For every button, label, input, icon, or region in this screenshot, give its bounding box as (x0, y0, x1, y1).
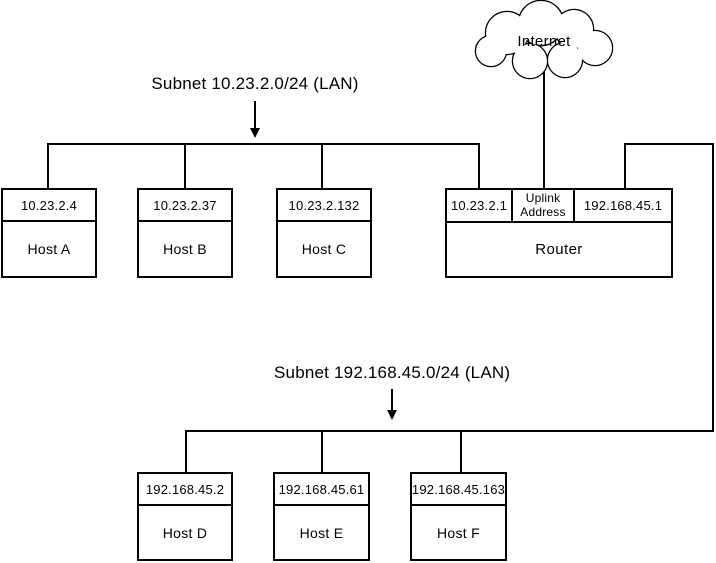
host-d-name: Host D (162, 524, 208, 541)
router-subnet2-ip-cell: 192.168.45.1 (583, 198, 663, 213)
subnet1-drop-host-a (47, 143, 49, 188)
subnet1-label: Subnet 10.23.2.0/24 (LAN) (151, 74, 359, 93)
host-c-name: Host C (301, 241, 347, 257)
host-f-name: Host F (436, 524, 481, 541)
host-e-ip: 192.168.45.61 (275, 474, 368, 506)
subnet1-arrow (254, 101, 256, 130)
subnet2-drop-host-e (321, 430, 323, 472)
host-c-ip: 10.23.2.132 (278, 190, 370, 222)
router-box: 10.23.2.1 Uplink Address 192.168.45.1 Ro… (445, 188, 673, 278)
host-c-box: 10.23.2.132 Host C (276, 188, 372, 278)
subnet1-drop-host-b (184, 143, 186, 188)
subnet2-label: Subnet 192.168.45.0/24 (LAN) (274, 363, 511, 382)
subnet1-arrowhead-icon (250, 128, 260, 138)
host-a-name: Host A (27, 241, 71, 257)
host-b-box: 10.23.2.37 Host B (137, 188, 233, 278)
subnet1-drop-host-c (321, 143, 323, 188)
router-subnet2-top-line (624, 143, 714, 145)
subnet2-drop-host-d (185, 430, 187, 472)
host-d-box: 192.168.45.2 Host D (137, 472, 233, 561)
router-uplink-address-cell: Uplink Address (511, 190, 575, 221)
internet-uplink-line (543, 62, 545, 188)
subnet2-bus-line (185, 430, 714, 432)
subnet2-drop-host-f (460, 430, 462, 472)
host-e-name: Host E (299, 524, 344, 541)
host-f-ip: 192.168.45.163 (412, 474, 505, 506)
router-interfaces-row: 10.23.2.1 Uplink Address 192.168.45.1 (447, 190, 671, 223)
subnet2-arrowhead-icon (387, 410, 397, 420)
host-d-ip: 192.168.45.2 (139, 474, 231, 506)
subnet1-drop-router (478, 143, 480, 188)
router-subnet1-ip-cell: 10.23.2.1 (450, 198, 507, 213)
router-label: Router (535, 241, 583, 258)
internet-cloud (473, 0, 615, 84)
host-f-box: 192.168.45.163 Host F (410, 472, 507, 561)
host-b-name: Host B (163, 241, 207, 257)
subnet1-bus-line (47, 143, 480, 145)
host-e-box: 192.168.45.61 Host E (273, 472, 370, 561)
host-b-ip: 10.23.2.37 (139, 190, 231, 222)
internet-label: Internet (517, 33, 571, 50)
host-a-ip: 10.23.2.4 (3, 190, 95, 222)
router-subnet2-riser-line (624, 143, 626, 188)
subnet2-arrow (391, 389, 393, 412)
host-a-box: 10.23.2.4 Host A (1, 188, 97, 278)
router-subnet2-down-line (712, 143, 714, 432)
